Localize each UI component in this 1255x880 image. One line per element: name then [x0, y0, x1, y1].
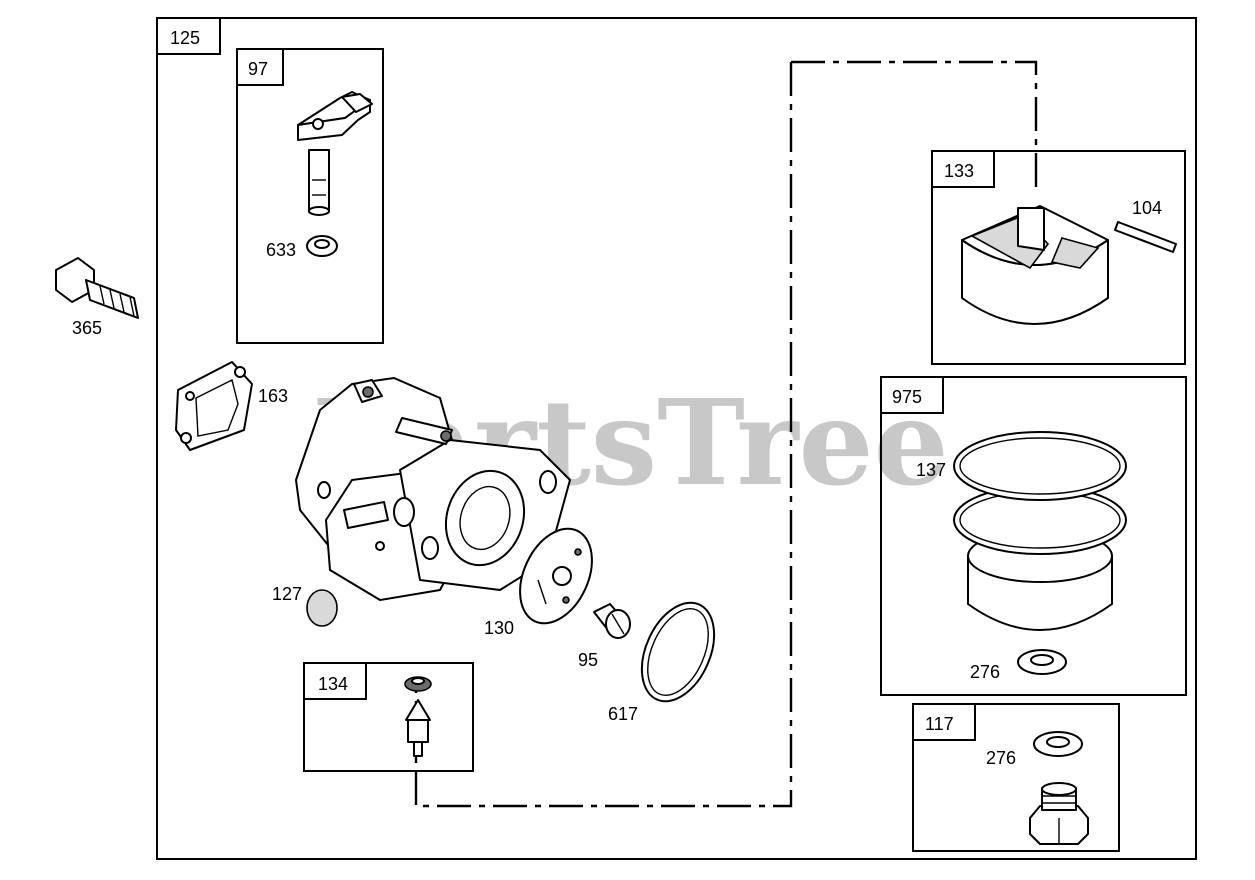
bolt-365-part: [55, 257, 139, 319]
pin-104-part: [1114, 221, 1177, 253]
needle-box: [303, 662, 474, 772]
seal-633-part: [306, 235, 338, 257]
gasket-163-label: 163: [258, 386, 288, 406]
welch-plug-127-part: [306, 589, 338, 627]
welch-plug-127-label: 127: [272, 584, 302, 604]
bowl-label: 975: [892, 387, 922, 407]
nut-box: [912, 703, 1120, 852]
float-part: [961, 205, 1109, 325]
choke-shaft-tag: [236, 48, 284, 86]
screw-95-label: 95: [578, 650, 598, 670]
main-assembly-label: 125: [170, 28, 200, 48]
connector-float-line: [791, 60, 1038, 192]
washer-276-bowl-part: [1017, 649, 1067, 675]
washer-276-nut-label: 276: [986, 748, 1016, 768]
needle-label: 134: [318, 674, 348, 694]
oring-617-part: [640, 601, 716, 703]
bowl-box: [880, 376, 1187, 696]
oring-137-part: [953, 431, 1127, 501]
needle-part: [404, 676, 432, 757]
oring-137-label: 137: [916, 460, 946, 480]
bowl-tag: [880, 376, 944, 414]
bolt-365-label: 365: [72, 318, 102, 338]
carburetor-body-part: [295, 377, 571, 601]
main-assembly-frame: [156, 17, 1197, 860]
nut-label: 117: [925, 714, 954, 734]
choke-shaft-box: [236, 48, 384, 344]
washer-276-bowl-label: 276: [970, 662, 1000, 682]
diaphragm-130-label: 130: [484, 618, 514, 638]
bowl-part: [953, 485, 1127, 631]
screw-95-part: [593, 603, 631, 639]
needle-tag: [303, 662, 367, 700]
nut-part: [1029, 782, 1089, 845]
nut-tag: [912, 703, 976, 741]
gasket-163-part: [175, 361, 253, 451]
washer-276-nut-part: [1033, 731, 1083, 757]
float-box: [931, 150, 1186, 365]
main-assembly-tag: [156, 17, 221, 55]
diaphragm-130-part: [519, 527, 593, 625]
float-tag: [931, 150, 995, 188]
seal-633-label: 633: [266, 240, 296, 260]
pin-104-label: 104: [1132, 198, 1162, 218]
choke-shaft-label: 97: [248, 59, 268, 79]
float-label: 133: [944, 161, 974, 181]
choke-shaft-part: [297, 91, 373, 216]
oring-617-label: 617: [608, 704, 638, 724]
